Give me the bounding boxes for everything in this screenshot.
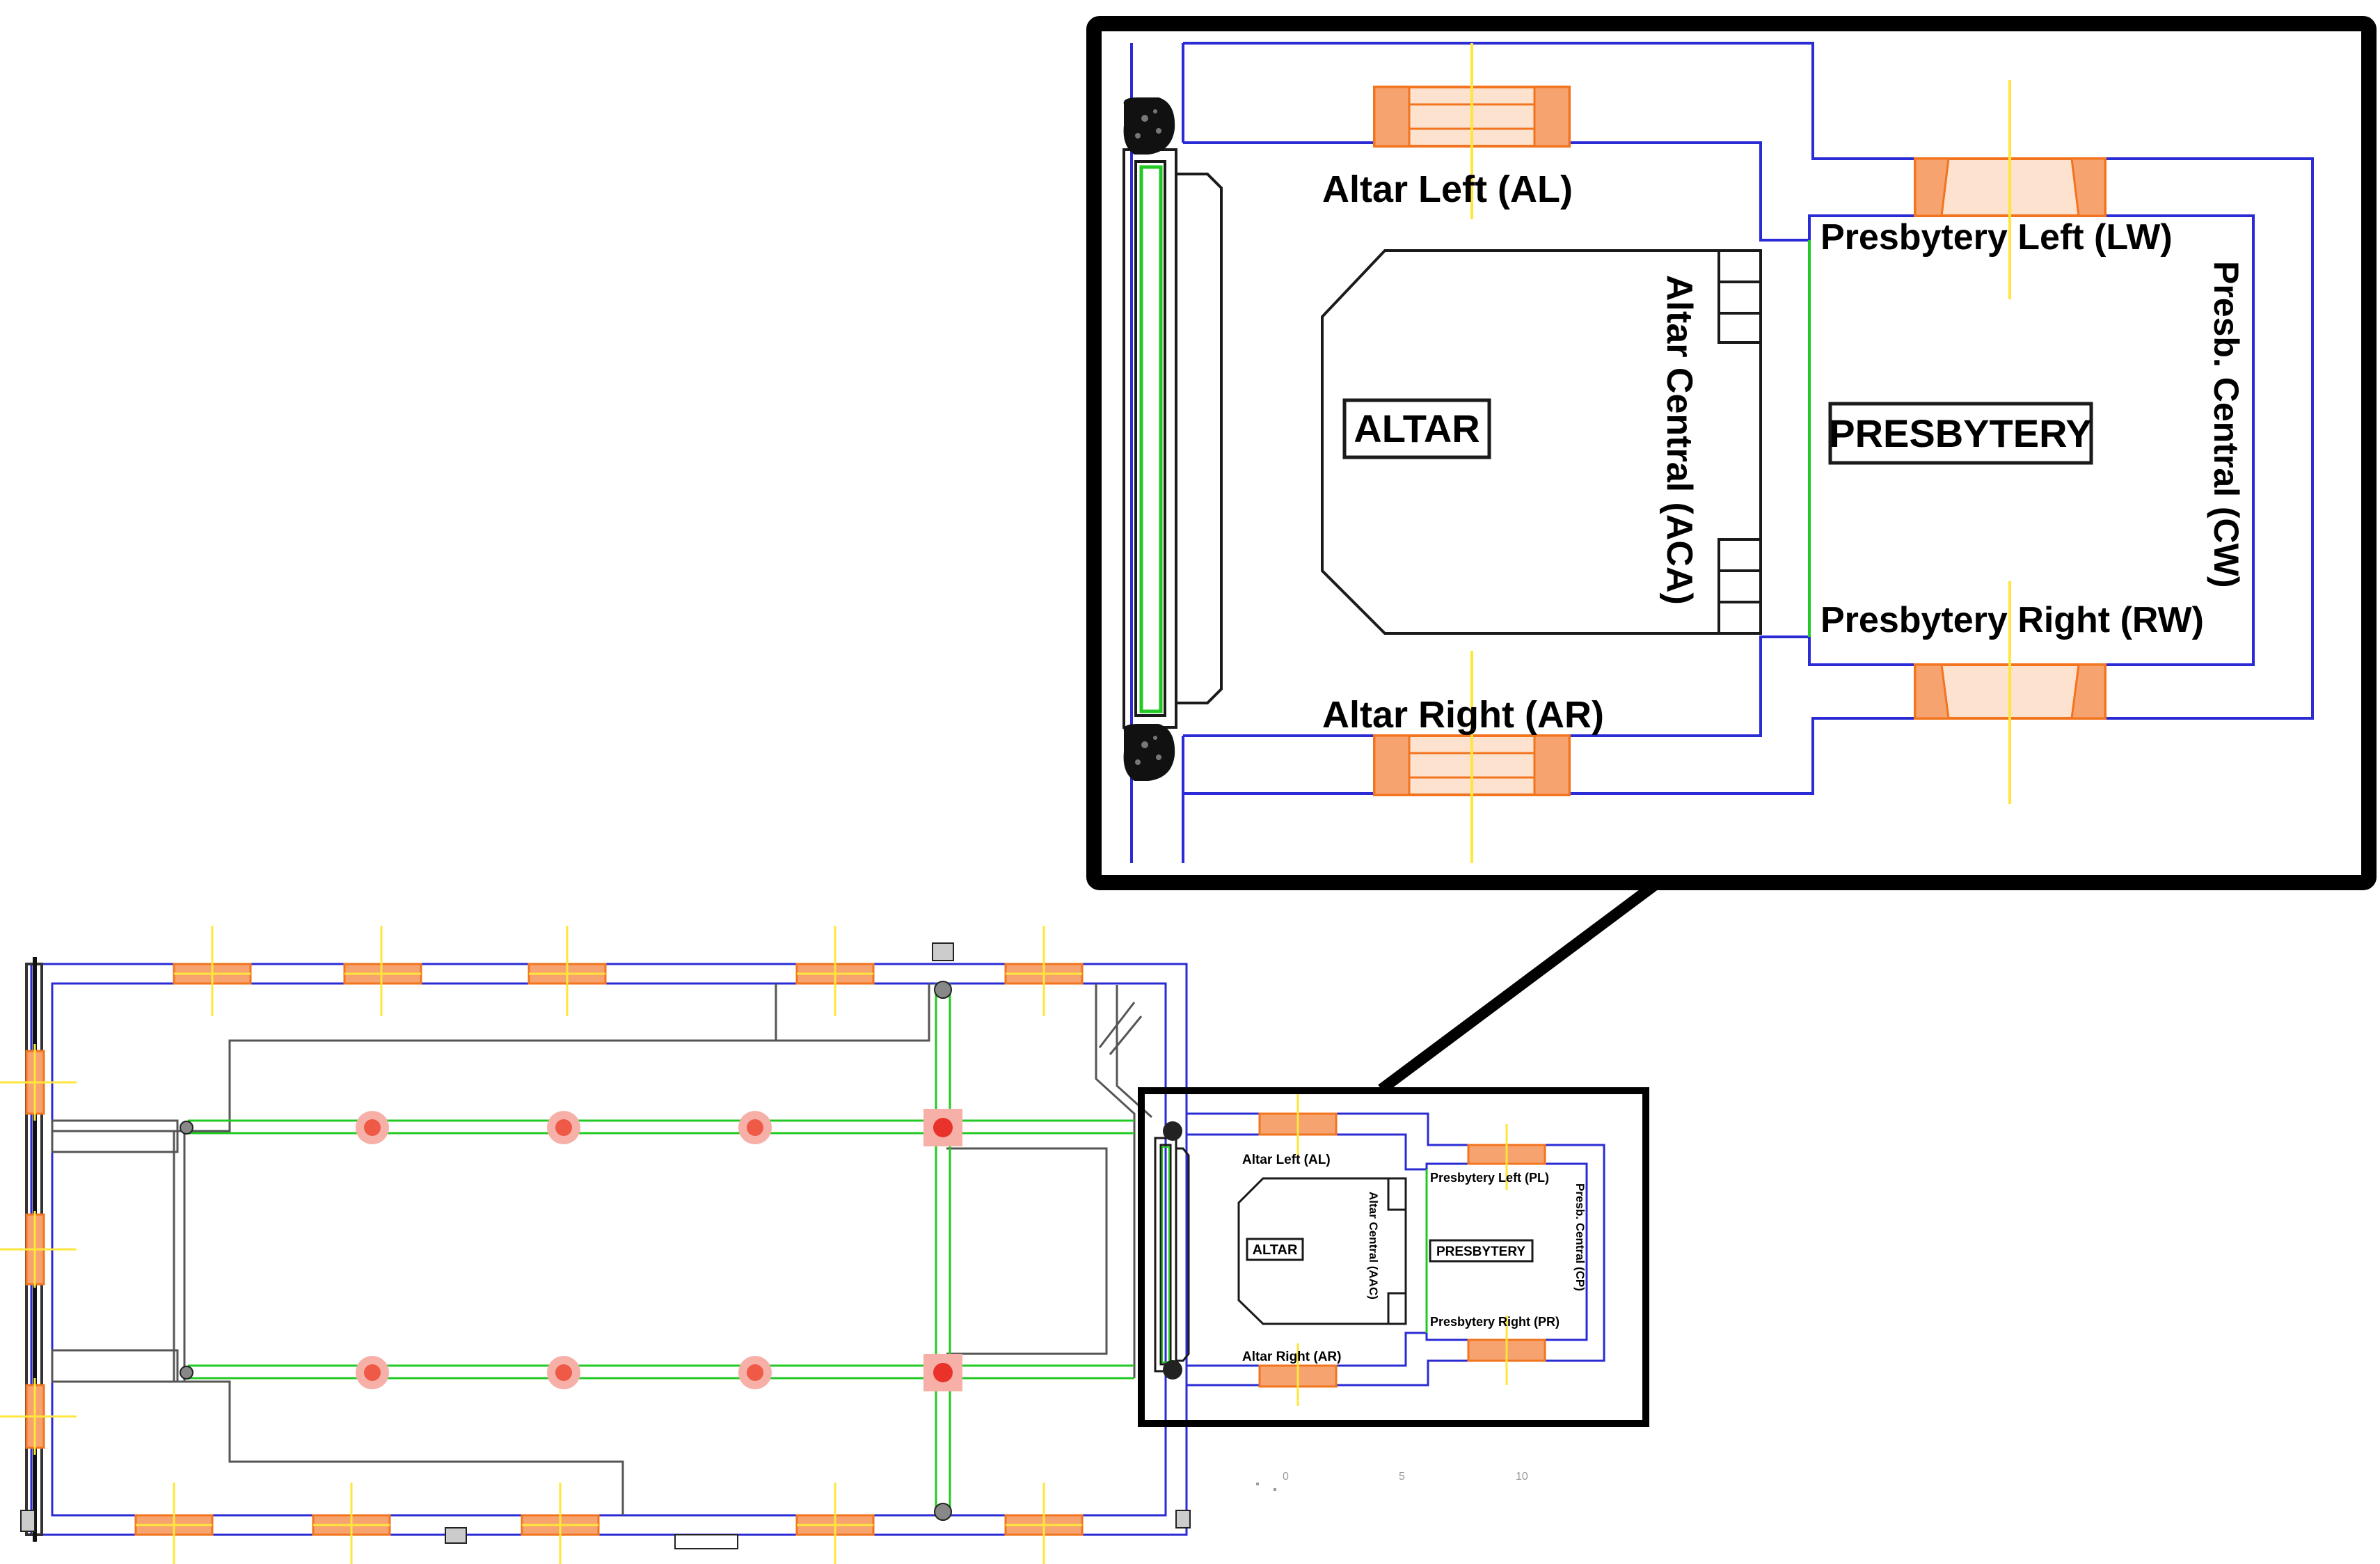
mini-label-altar-central: Altar Central (AAC) bbox=[1367, 1192, 1380, 1300]
sensor bbox=[356, 1356, 389, 1389]
mini-inset: Altar Left (AL) Altar Right (AR) Presbyt… bbox=[1138, 1087, 1649, 1427]
detail-label-presbytery-left: Presbytery Left (LW) bbox=[1820, 217, 2173, 258]
detail-label-presbytery-right: Presbytery Right (RW) bbox=[1820, 600, 2204, 640]
detail-frame bbox=[1086, 16, 2377, 890]
mini-column-bottom bbox=[1163, 1360, 1182, 1380]
detail-label-altar-left: Altar Left (AL) bbox=[1322, 168, 1573, 210]
detail-label-presb-central: Presb. Central (CW) bbox=[2207, 261, 2246, 588]
sensor bbox=[738, 1111, 772, 1144]
scale-tick-5: 5 bbox=[1399, 1471, 1405, 1483]
zoom-connector-line bbox=[1378, 879, 1660, 1094]
detail-label-altar-right: Altar Right (AR) bbox=[1322, 694, 1604, 736]
mini-column-top bbox=[1163, 1121, 1182, 1141]
sensor bbox=[547, 1111, 580, 1144]
sensor bbox=[547, 1356, 580, 1389]
sensor bbox=[738, 1356, 772, 1389]
sensor bbox=[923, 1109, 962, 1146]
detail-walls bbox=[1130, 42, 2314, 863]
sensor bbox=[923, 1354, 962, 1391]
mini-label-altar-right: Altar Right (AR) bbox=[1242, 1350, 1341, 1364]
mini-inset-frame bbox=[1138, 1087, 1649, 1427]
plan-windows-top bbox=[173, 963, 1084, 985]
detail-altar-shape bbox=[1321, 249, 1762, 635]
detail-door-green bbox=[1139, 165, 1163, 713]
detail-column-top bbox=[1123, 97, 1175, 155]
sensor bbox=[356, 1111, 389, 1144]
detail-column-bottom bbox=[1123, 724, 1175, 781]
mini-altar-box bbox=[1246, 1238, 1304, 1261]
detail-altar-box bbox=[1342, 398, 1491, 459]
detail-door bbox=[1122, 148, 1223, 729]
plan-columns bbox=[20, 942, 1191, 1549]
detail-label-presbytery: PRESBYTERY bbox=[1829, 411, 2092, 455]
plan-sensors bbox=[356, 1109, 962, 1391]
plan-interior-lines bbox=[51, 984, 1153, 1515]
mini-label-presbytery: PRESBYTERY bbox=[1436, 1245, 1525, 1259]
scale-tick-0: 0 bbox=[1283, 1471, 1289, 1483]
mini-label-presbytery-left: Presbytery Left (PL) bbox=[1430, 1171, 1549, 1185]
detail-axes bbox=[1470, 43, 2011, 863]
plan-walls bbox=[30, 963, 1188, 1536]
mini-label-presb-central: Presb. Central (CP) bbox=[1573, 1183, 1587, 1291]
mini-label-altar: ALTAR bbox=[1253, 1242, 1298, 1258]
detail-presbytery-box bbox=[1828, 402, 2093, 465]
detail-label-altar: ALTAR bbox=[1354, 406, 1479, 450]
mini-presbytery-box bbox=[1429, 1239, 1534, 1263]
mini-door-green bbox=[1161, 1146, 1170, 1363]
scale-tick-10: 10 bbox=[1516, 1471, 1528, 1483]
detail-label-altar-central: Altar Central (ACA) bbox=[1659, 275, 1699, 605]
mini-label-altar-left: Altar Left (AL) bbox=[1242, 1153, 1331, 1167]
plan-green-lines bbox=[188, 984, 1134, 1515]
mini-label-presbytery-right: Presbytery Right (PR) bbox=[1430, 1315, 1560, 1329]
detail-view: Altar Left (AL) Altar Right (AR) Presbyt… bbox=[1086, 16, 2377, 890]
mini-axes bbox=[1296, 1093, 1508, 1406]
plan-scale-bar: 0 5 10 bbox=[1256, 1471, 1528, 1491]
plan-axes bbox=[0, 926, 1082, 1564]
church-floor-plan: 0 5 10 bbox=[0, 926, 1528, 1564]
